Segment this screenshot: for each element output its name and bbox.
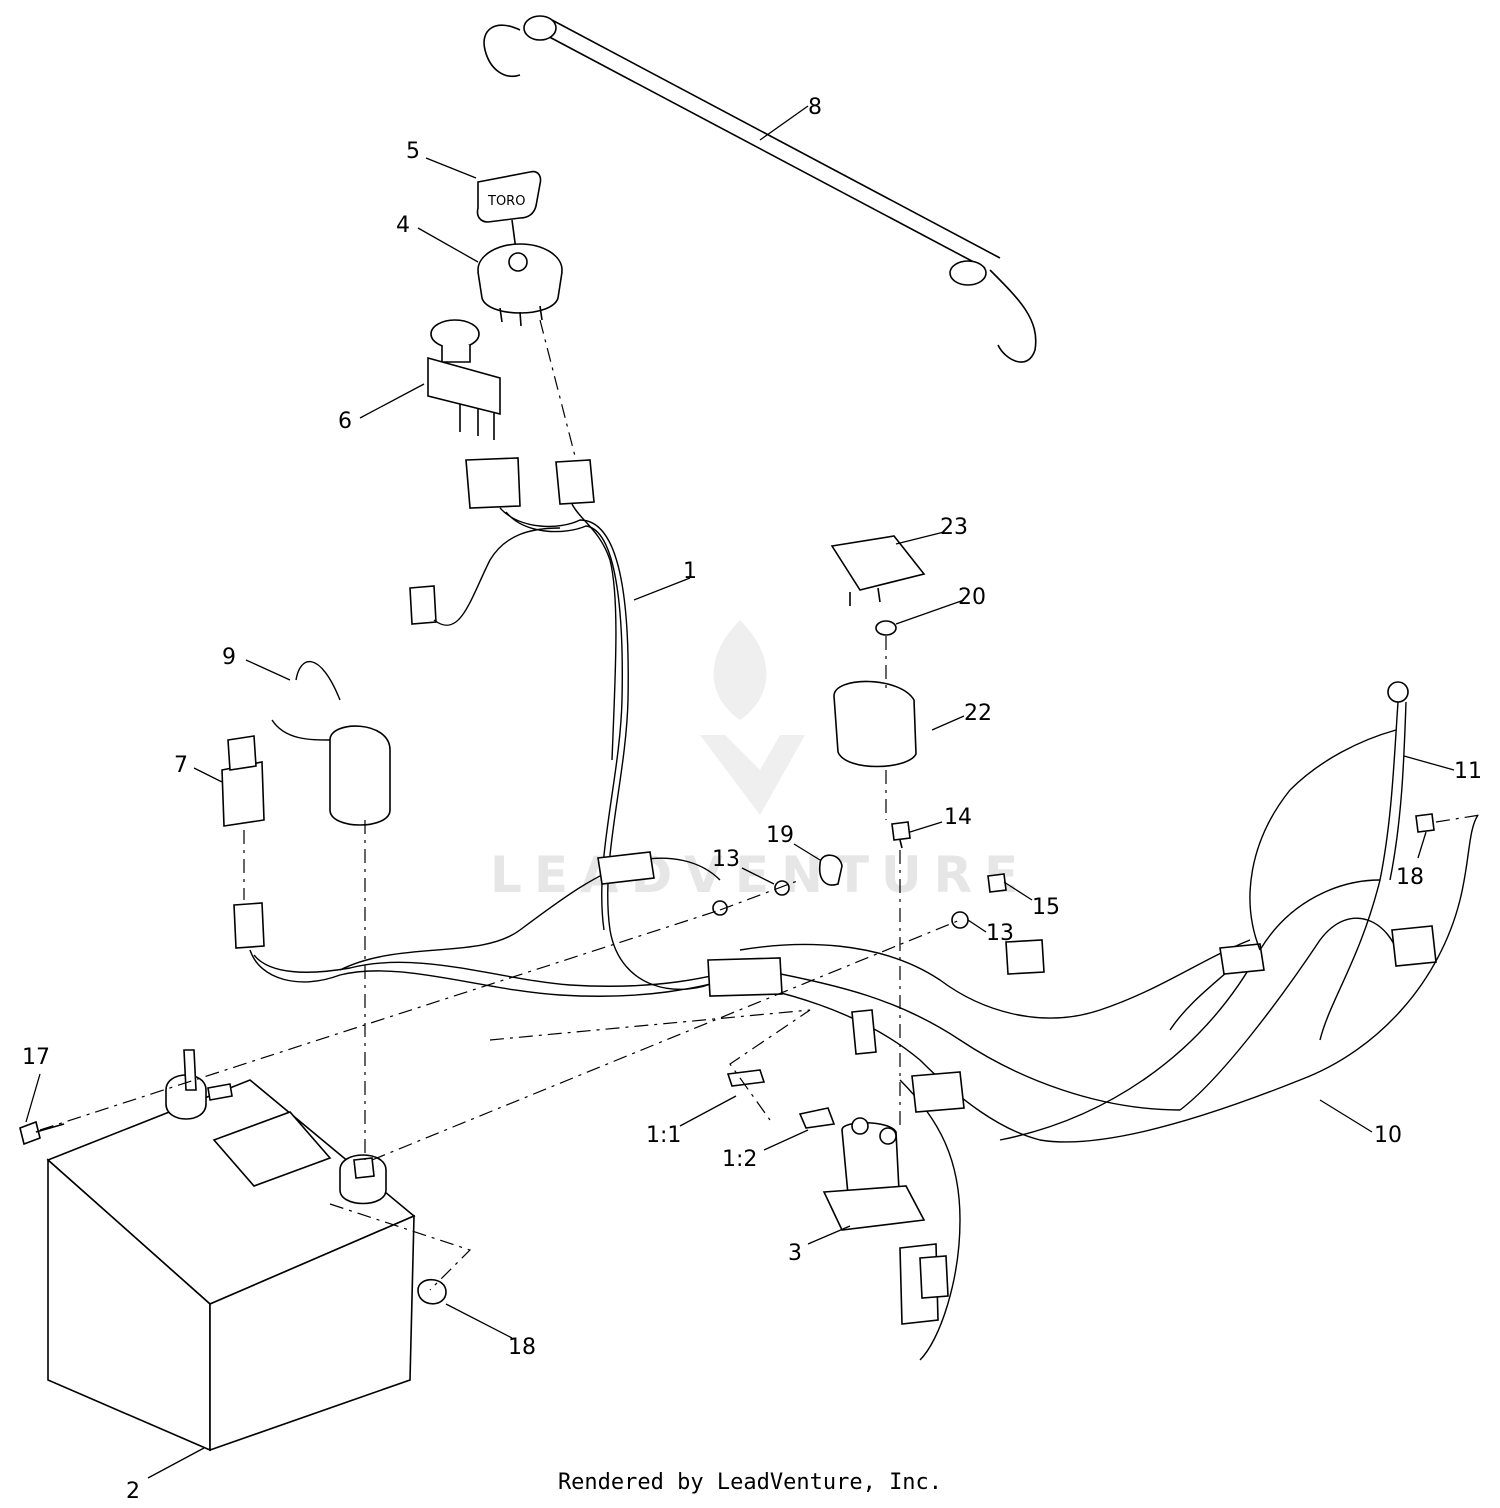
part-11-cable <box>1249 681 1409 1041</box>
callout-1: 1 <box>683 559 697 584</box>
small-hardware <box>19 813 1435 1305</box>
callout-15: 15 <box>1032 895 1060 920</box>
part-8-rod <box>483 15 1037 363</box>
callout-18-bottom: 18 <box>508 1335 536 1360</box>
callout-13-top: 13 <box>712 847 740 872</box>
part-1-harness <box>233 503 1479 1361</box>
callout-19: 19 <box>766 823 794 848</box>
part-23-cover <box>830 535 926 606</box>
callout-18-right: 18 <box>1396 865 1424 890</box>
callout-1-2: 1:2 <box>722 1147 757 1172</box>
part-4-ignition-switch <box>477 243 563 327</box>
watermark-text: LEADVENTURE <box>490 846 1030 904</box>
leader-lines <box>25 105 1455 1479</box>
part-9-terminal-boot <box>271 661 391 826</box>
watermark: LEADVENTURE <box>490 620 1030 904</box>
callout-7: 7 <box>174 753 188 778</box>
harness-top-connectors <box>409 457 595 625</box>
callout-10: 10 <box>1374 1123 1402 1148</box>
callout-13-bottom: 13 <box>986 921 1014 946</box>
callout-9: 9 <box>222 645 236 670</box>
part-20-nut <box>875 620 897 636</box>
callout-22: 22 <box>964 701 992 726</box>
callout-1-1: 1:1 <box>646 1123 681 1148</box>
callout-2: 2 <box>126 1479 140 1504</box>
callout-5: 5 <box>406 139 420 164</box>
part-5-key: TORO <box>476 170 542 251</box>
part-6-pto-switch <box>427 319 501 440</box>
footer-credit: Rendered by LeadVenture, Inc. <box>557 1470 943 1495</box>
assembly-lines <box>39 319 1481 1291</box>
part-22-cover <box>833 680 917 768</box>
callout-11: 11 <box>1454 759 1482 784</box>
callout-8: 8 <box>808 95 822 120</box>
part-3-solenoid <box>822 1117 926 1231</box>
callout-17: 17 <box>22 1045 50 1070</box>
callouts: 1 2 3 4 5 6 7 8 9 10 11 13 13 14 15 17 1… <box>22 95 1482 1504</box>
key-label: TORO <box>487 194 525 209</box>
callout-3: 3 <box>788 1241 802 1266</box>
callout-6: 6 <box>338 409 352 434</box>
part-7-relay <box>221 735 265 827</box>
callout-23: 23 <box>940 515 968 540</box>
callout-4: 4 <box>396 213 410 238</box>
callout-20: 20 <box>958 585 986 610</box>
callout-14: 14 <box>944 805 972 830</box>
part-2-battery <box>46 1049 416 1452</box>
